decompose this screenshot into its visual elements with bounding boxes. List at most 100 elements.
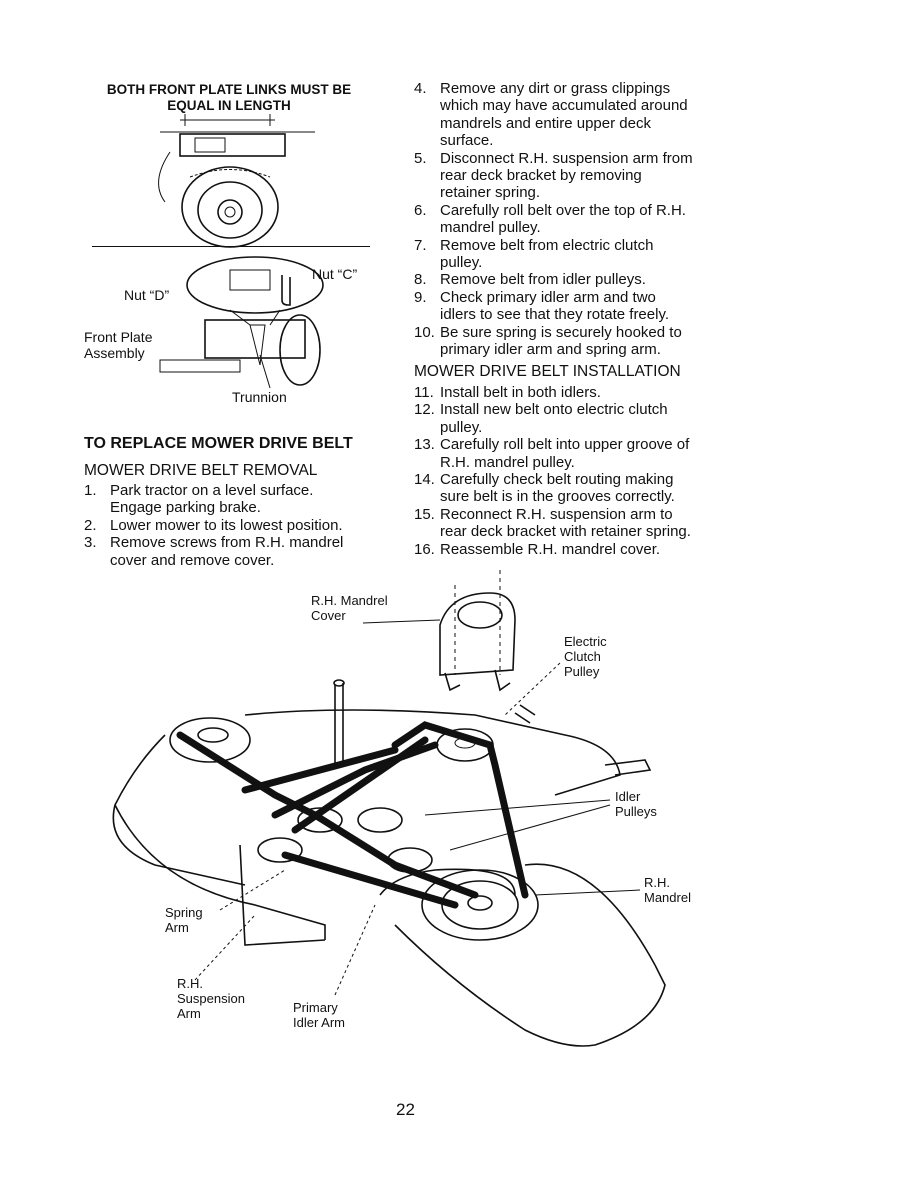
front-plate-label: Front Plate Assembly bbox=[84, 329, 152, 361]
nut-c-label: Nut “C” bbox=[312, 266, 358, 282]
step-number: 8. bbox=[414, 271, 427, 289]
step-6: 6. Carefully roll belt over the top of R… bbox=[414, 202, 744, 237]
label-line: Primary bbox=[293, 1000, 338, 1015]
label-line: Clutch bbox=[564, 649, 601, 664]
step-text: Reassemble R.H. mandrel cover. bbox=[440, 540, 661, 558]
step-text: surface. bbox=[440, 132, 494, 150]
step-number: 14. bbox=[414, 471, 435, 489]
label-line: Electric bbox=[564, 634, 607, 649]
step-number: 7. bbox=[414, 236, 427, 254]
front-plate-label-line1: Front Plate bbox=[84, 329, 153, 345]
label-line: Arm bbox=[177, 1006, 201, 1021]
step-number: 16. bbox=[414, 540, 435, 558]
step-9: 9. Check primary idler arm and two idler… bbox=[414, 289, 744, 324]
step-text: Check primary idler arm and two bbox=[440, 288, 656, 306]
step-5: 5. Disconnect R.H. suspension arm from r… bbox=[414, 150, 744, 202]
electric-clutch-pulley-label: Electric Clutch Pulley bbox=[564, 634, 607, 679]
step-number: 11. bbox=[414, 384, 434, 401]
step-8: 8. Remove belt from idler pulleys. bbox=[414, 271, 744, 288]
step-text: Reconnect R.H. suspension arm to bbox=[440, 505, 673, 523]
step-text: rear deck bracket by removing bbox=[440, 167, 642, 185]
step-number: 3. bbox=[84, 534, 97, 552]
step-text: pulley. bbox=[440, 254, 483, 272]
step-text: Lower mower to its lowest position. bbox=[110, 516, 343, 534]
step-text: Be sure spring is securely hooked to bbox=[440, 323, 682, 341]
step-15: 15. Reconnect R.H. suspension arm to rea… bbox=[414, 506, 744, 541]
front-plate-wheel-illustration bbox=[158, 114, 315, 248]
figure-caption: BOTH FRONT PLATE LINKS MUST BE EQUAL IN … bbox=[86, 82, 372, 114]
label-line: R.H. bbox=[177, 976, 203, 991]
label-line: Idler bbox=[615, 789, 641, 804]
step-text: Remove belt from electric clutch bbox=[440, 236, 654, 254]
spring-arm-label: Spring Arm bbox=[165, 905, 203, 935]
step-number: 10. bbox=[414, 323, 435, 341]
step-text: Remove belt from idler pulleys. bbox=[440, 271, 646, 289]
install-steps-list: 11. Install belt in both idlers. 12. Ins… bbox=[414, 384, 744, 558]
step-number: 15. bbox=[414, 505, 435, 523]
step-number: 2. bbox=[84, 516, 97, 534]
step-number: 6. bbox=[414, 201, 427, 219]
figure-caption-line2: EQUAL IN LENGTH bbox=[167, 98, 291, 113]
label-line: R.H. Mandrel bbox=[311, 593, 388, 608]
step-text: R.H. mandrel pulley. bbox=[440, 453, 575, 471]
label-line: Mandrel bbox=[644, 890, 691, 905]
nut-d-label: Nut “D” bbox=[124, 287, 170, 303]
step-text: Carefully roll belt into upper groove of bbox=[440, 436, 690, 454]
step-text: which may have accumulated around bbox=[440, 97, 688, 115]
page-number: 22 bbox=[396, 1100, 415, 1119]
removal-steps-list-left: 1. Park tractor on a level surface. Enga… bbox=[84, 482, 394, 569]
idler-pulleys-label: Idler Pulleys bbox=[615, 789, 657, 819]
step-text: Remove screws from R.H. mandrel bbox=[110, 534, 344, 552]
step-14: 14. Carefully check belt routing making … bbox=[414, 471, 744, 506]
step-2: 2. Lower mower to its lowest position. bbox=[84, 517, 394, 534]
step-text: pulley. bbox=[440, 418, 483, 436]
removal-steps-list-right: 4. Remove any dirt or grass clippings wh… bbox=[414, 80, 744, 359]
figure-divider bbox=[92, 246, 370, 247]
step-text: primary idler arm and spring arm. bbox=[440, 341, 661, 359]
install-heading: MOWER DRIVE BELT INSTALLATION bbox=[414, 363, 681, 380]
step-number: 1. bbox=[84, 482, 97, 499]
step-4: 4. Remove any dirt or grass clippings wh… bbox=[414, 80, 744, 150]
step-3: 3. Remove screws from R.H. mandrel cover… bbox=[84, 534, 394, 569]
primary-idler-arm-label: Primary Idler Arm bbox=[293, 1000, 345, 1030]
label-line: Spring bbox=[165, 905, 203, 920]
front-plate-label-line2: Assembly bbox=[84, 345, 145, 361]
label-line: Idler Arm bbox=[293, 1015, 346, 1030]
step-11: 11. Install belt in both idlers. bbox=[414, 384, 744, 401]
rh-mandrel-cover-label: R.H. Mandrel Cover bbox=[311, 593, 388, 623]
step-text: Engage parking brake. bbox=[110, 499, 261, 517]
step-number: 13. bbox=[414, 436, 435, 454]
label-line: Arm bbox=[165, 920, 189, 935]
label-line: Pulley bbox=[564, 664, 600, 679]
step-text: idlers to see that they rotate freely. bbox=[440, 306, 670, 324]
step-text: rear deck bracket with retainer spring. bbox=[440, 523, 691, 541]
mower-deck-belt-illustration bbox=[112, 570, 666, 1047]
step-10: 10. Be sure spring is securely hooked to… bbox=[414, 324, 744, 359]
step-text: Remove any dirt or grass clippings bbox=[440, 80, 671, 97]
step-7: 7. Remove belt from electric clutch pull… bbox=[414, 237, 744, 272]
step-text: mandrels and entire upper deck bbox=[440, 114, 651, 132]
rh-mandrel-label: R.H. Mandrel bbox=[644, 875, 691, 905]
section-heading: TO REPLACE MOWER DRIVE BELT bbox=[84, 435, 353, 452]
label-line: R.H. bbox=[644, 875, 670, 890]
step-12: 12. Install new belt onto electric clutc… bbox=[414, 401, 744, 436]
step-1: 1. Park tractor on a level surface. Enga… bbox=[84, 482, 394, 517]
step-text: Park tractor on a level surface. bbox=[110, 482, 314, 499]
front-plate-nuts-illustration bbox=[159, 256, 324, 389]
removal-subheading: MOWER DRIVE BELT REMOVAL bbox=[84, 462, 318, 479]
step-text: sure belt is in the grooves correctly. bbox=[440, 488, 675, 506]
step-text: mandrel pulley. bbox=[440, 219, 541, 237]
step-number: 5. bbox=[414, 149, 427, 167]
step-number: 9. bbox=[414, 288, 427, 306]
step-text: cover and remove cover. bbox=[110, 551, 275, 569]
rh-suspension-arm-label: R.H. Suspension Arm bbox=[177, 976, 245, 1021]
step-number: 12. bbox=[414, 401, 435, 419]
label-line: Cover bbox=[311, 608, 346, 623]
step-text: Disconnect R.H. suspension arm from bbox=[440, 149, 693, 167]
trunnion-label: Trunnion bbox=[232, 389, 287, 405]
step-text: Install belt in both idlers. bbox=[440, 384, 601, 401]
step-text: Carefully check belt routing making bbox=[440, 471, 674, 489]
label-line: Pulleys bbox=[615, 804, 657, 819]
step-text: retainer spring. bbox=[440, 184, 541, 202]
step-16: 16. Reassemble R.H. mandrel cover. bbox=[414, 541, 744, 558]
